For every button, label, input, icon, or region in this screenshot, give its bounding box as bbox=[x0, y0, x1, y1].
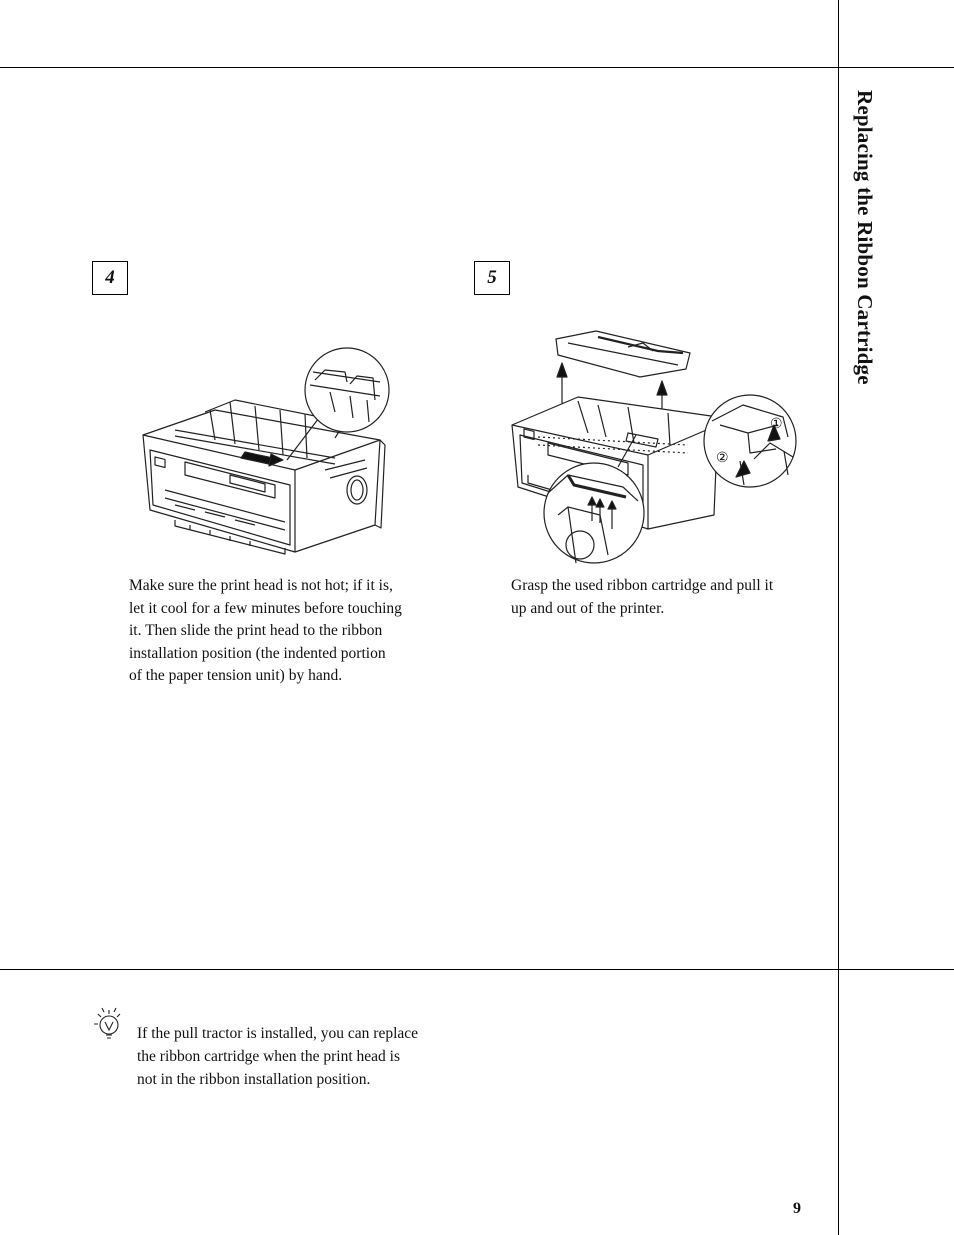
callout-1: ① bbox=[770, 417, 783, 432]
lightbulb-icon bbox=[94, 1007, 121, 1039]
header-rule bbox=[0, 67, 954, 68]
step-5-line: up and out of the printer. bbox=[511, 599, 665, 617]
step-4-line: it. Then slide the print head to the rib… bbox=[129, 622, 383, 639]
tip-line: the ribbon cartridge when the print head… bbox=[137, 1048, 400, 1065]
tip-line: not in the ribbon installation position. bbox=[137, 1071, 371, 1088]
margin-rule bbox=[838, 0, 839, 1235]
step-4-line: Make sure the print head is not hot; if … bbox=[129, 577, 393, 594]
step-number-4: 4 bbox=[92, 261, 128, 295]
tip-line: If the pull tractor is installed, you ca… bbox=[137, 1025, 419, 1042]
step-5-description: Grasp the used ribbon cartridge and pull… bbox=[511, 575, 773, 620]
footer-rule bbox=[0, 969, 954, 970]
step-4-line: let it cool for a few minutes before tou… bbox=[129, 599, 402, 617]
step-number-5: 5 bbox=[474, 261, 510, 295]
printer-ribbon-removal-illustration bbox=[511, 330, 797, 564]
tip-note: If the pull tractor is installed, you ca… bbox=[137, 1022, 418, 1091]
section-title: Replacing the Ribbon Cartridge bbox=[853, 90, 877, 385]
step-4-description: Make sure the print head is not hot; if … bbox=[129, 575, 402, 688]
step-5-line: Grasp the used ribbon cartridge and pull… bbox=[511, 577, 774, 594]
page-number: 9 bbox=[793, 1200, 801, 1217]
step-4-line: installation position (the indented port… bbox=[129, 644, 386, 662]
printer-print-head-slide-illustration bbox=[142, 347, 390, 555]
callout-2: ② bbox=[716, 451, 729, 466]
step-4-line: of the paper tension unit) by hand. bbox=[129, 667, 343, 684]
